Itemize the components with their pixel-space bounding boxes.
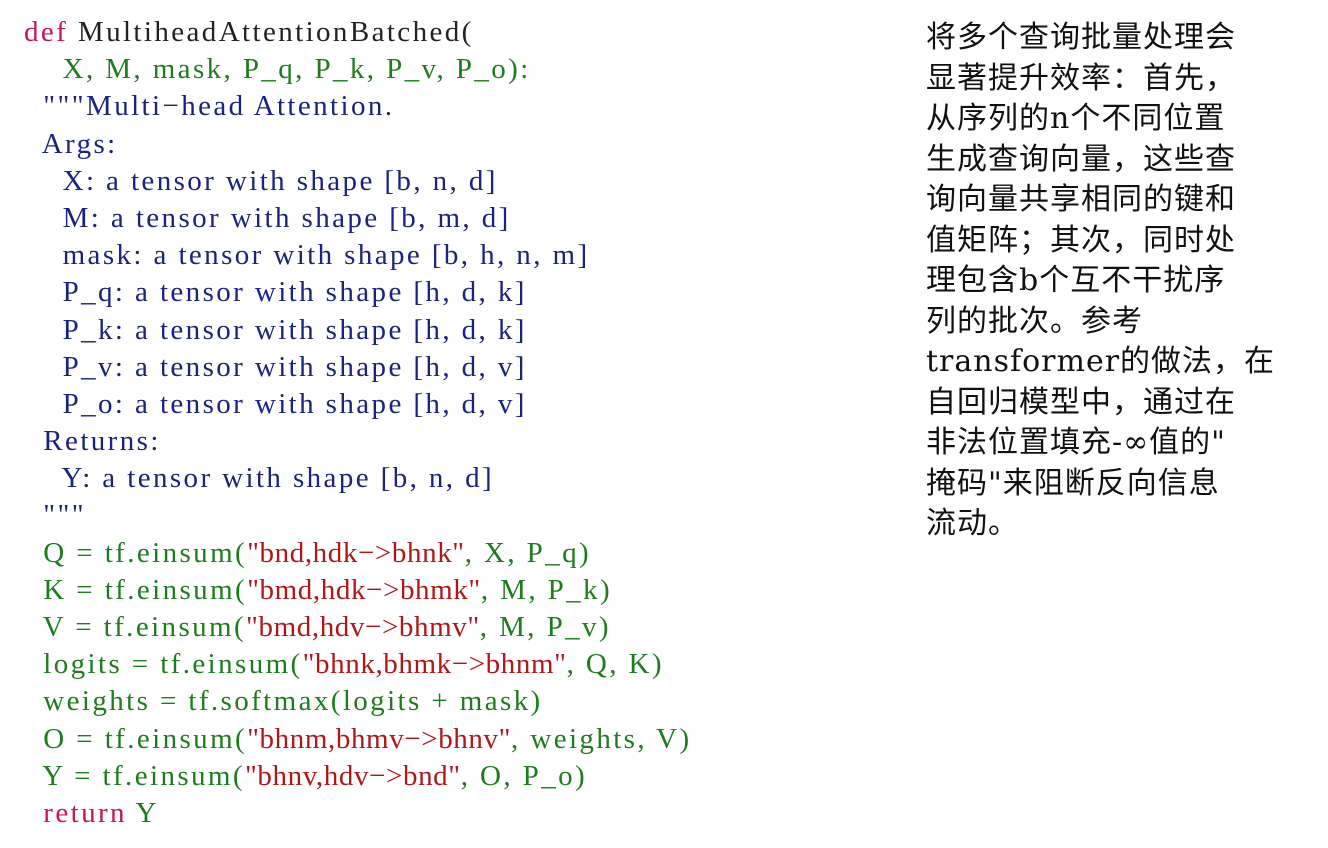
- code-token: "bhnv,hdv−>bnd": [244, 759, 461, 792]
- code-token: Y: a tensor with shape [b, n, d]: [24, 462, 495, 495]
- code-line: weights = tf.softmax(logits + mask): [24, 683, 904, 720]
- code-listing: def MultiheadAttentionBatched( X, M, mas…: [24, 14, 904, 832]
- code-token: , M, P_k): [480, 573, 613, 606]
- code-line: X, M, mask, P_q, P_k, P_v, P_o):: [24, 51, 904, 88]
- code-line: return Y: [24, 795, 904, 832]
- code-token: , X, P_q): [464, 536, 592, 569]
- code-token: P_v: a tensor with shape [h, d, v]: [24, 350, 527, 383]
- code-token: P_o: a tensor with shape [h, d, v]: [24, 387, 527, 420]
- explanation-line: 掩码"来阻断反向信息: [926, 465, 1220, 501]
- code-token: M: a tensor with shape [b, m, d]: [24, 201, 511, 234]
- code-token: , Q, K): [566, 648, 664, 681]
- code-token: , O, P_o): [460, 759, 588, 792]
- code-token: def: [24, 16, 78, 48]
- explanation-line: 生成查询向量，这些查: [926, 141, 1236, 177]
- explanation-line: 从序列的n个不同位置: [926, 101, 1226, 136]
- code-line: P_k: a tensor with shape [h, d, k]: [24, 312, 904, 349]
- code-token: MultiheadAttentionBatched(: [77, 16, 474, 48]
- code-token: Y: [135, 796, 159, 829]
- code-line: X: a tensor with shape [b, n, d]: [24, 163, 904, 200]
- code-token: "bhnk,bhmk−>bhnm": [302, 648, 567, 681]
- explanation-line: 列的批次。参考: [926, 303, 1143, 339]
- explanation-line: 显著提升效率：首先，: [926, 60, 1236, 96]
- code-token: """Multi−head Attention.: [24, 90, 395, 123]
- code-token: weights = tf.softmax(logits + mask): [24, 685, 543, 718]
- code-line: """: [24, 497, 904, 534]
- code-line: logits = tf.einsum("bhnk,bhmk−>bhnm", Q,…: [24, 646, 904, 683]
- code-line: Args:: [24, 126, 904, 163]
- code-token: mask: a tensor with shape [b, h, n, m]: [24, 239, 590, 272]
- code-line: M: a tensor with shape [b, m, d]: [24, 200, 904, 237]
- code-line: V = tf.einsum("bmd,hdv−>bhmv", M, P_v): [24, 609, 904, 646]
- code-token: "bhnm,bhmv−>bhnv": [247, 722, 512, 755]
- code-line: Returns:: [24, 423, 904, 460]
- code-line: def MultiheadAttentionBatched(: [24, 14, 904, 51]
- explanation-line: 理包含b个互不干扰序: [926, 263, 1226, 298]
- code-token: , weights, V): [511, 722, 692, 755]
- code-line: mask: a tensor with shape [b, h, n, m]: [24, 237, 904, 274]
- code-token: "bmd,hdk−>bhmk": [247, 573, 481, 606]
- code-token: "bnd,hdk−>bhnk": [247, 536, 465, 569]
- code-line: Y: a tensor with shape [b, n, d]: [24, 460, 904, 497]
- explanation-text: 将多个查询批量处理会显著提升效率：首先， 从序列的n个不同位置生成查询向量，这些查…: [926, 18, 1318, 545]
- code-token: V = tf.einsum(: [24, 611, 247, 643]
- code-token: X, M, mask, P_q, P_k, P_v, P_o):: [24, 53, 531, 86]
- explanation-line: 将多个查询批量处理会: [926, 20, 1236, 55]
- explanation-line: 自回归模型中，通过在: [926, 384, 1236, 420]
- explanation-line: 流动。: [926, 506, 1019, 541]
- code-line: Y = tf.einsum("bhnv,hdv−>bnd", O, P_o): [24, 758, 904, 795]
- code-token: Args:: [24, 127, 118, 160]
- code-line: Q = tf.einsum("bnd,hdk−>bhnk", X, P_q): [24, 535, 904, 572]
- explanation-line: 值矩阵；其次，同时处: [926, 222, 1236, 258]
- code-token: Y = tf.einsum(: [24, 759, 245, 792]
- code-token: """: [24, 499, 87, 532]
- code-token: P_k: a tensor with shape [h, d, k]: [24, 313, 527, 346]
- code-token: Q = tf.einsum(: [24, 536, 248, 569]
- code-token: logits = tf.einsum(: [24, 648, 303, 681]
- code-line: K = tf.einsum("bmd,hdk−>bhmk", M, P_k): [24, 572, 904, 609]
- code-line: P_v: a tensor with shape [h, d, v]: [24, 349, 904, 386]
- code-line: P_q: a tensor with shape [h, d, k]: [24, 274, 904, 311]
- code-token: O = tf.einsum(: [24, 722, 248, 755]
- code-token: P_q: a tensor with shape [h, d, k]: [24, 276, 527, 309]
- explanation-line: 询向量共享相同的键和: [926, 182, 1236, 217]
- explanation-line: transformer的做法，在: [926, 344, 1276, 379]
- code-token: X: a tensor with shape [b, n, d]: [24, 164, 498, 197]
- explanation-line: 非法位置填充-∞值的": [926, 425, 1226, 460]
- code-line: """Multi−head Attention.: [24, 88, 904, 125]
- code-token: return: [24, 796, 136, 829]
- code-token: Returns:: [24, 425, 161, 458]
- code-token: "bmd,hdv−>bhmv": [246, 611, 480, 643]
- code-line: O = tf.einsum("bhnm,bhmv−>bhnv", weights…: [24, 721, 904, 758]
- code-line: P_o: a tensor with shape [h, d, v]: [24, 386, 904, 423]
- code-token: K = tf.einsum(: [24, 573, 248, 606]
- code-token: , M, P_v): [479, 611, 611, 643]
